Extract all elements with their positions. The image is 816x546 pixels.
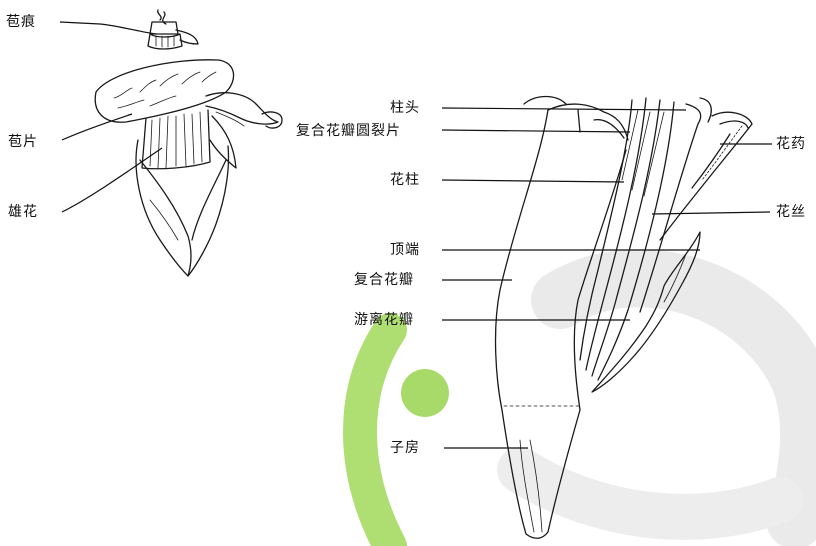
label-ovary: 子房 bbox=[390, 440, 420, 456]
label-bract-scar: 苞痕 bbox=[6, 14, 36, 30]
label-anther: 花药 bbox=[776, 136, 806, 152]
label-free-tepal: 游离花瓣 bbox=[354, 312, 414, 328]
label-filament: 花丝 bbox=[776, 204, 806, 220]
watermark-green-arc bbox=[360, 330, 390, 546]
leader-compound-tepal-lobe bbox=[442, 130, 630, 132]
label-male-flower: 雄花 bbox=[8, 204, 38, 220]
label-stigma: 柱头 bbox=[390, 100, 420, 116]
leader-bract-scar bbox=[60, 22, 156, 34]
watermark-green-dot bbox=[401, 369, 449, 417]
label-bract: 苞片 bbox=[8, 134, 38, 150]
watermark-gray-bar bbox=[520, 470, 780, 517]
leader-bract bbox=[62, 114, 132, 140]
left-figure-drawing bbox=[60, 10, 282, 276]
label-apex: 顶端 bbox=[390, 242, 420, 258]
leader-male-flower bbox=[62, 148, 162, 212]
leader-stigma bbox=[442, 108, 686, 110]
label-style: 花柱 bbox=[390, 172, 420, 188]
leader-style bbox=[442, 180, 624, 182]
label-compound-tepal-lobe: 复合花瓣圆裂片 bbox=[296, 123, 401, 139]
label-compound-tepal: 复合花瓣 bbox=[354, 272, 414, 288]
watermark-logo bbox=[360, 278, 809, 546]
